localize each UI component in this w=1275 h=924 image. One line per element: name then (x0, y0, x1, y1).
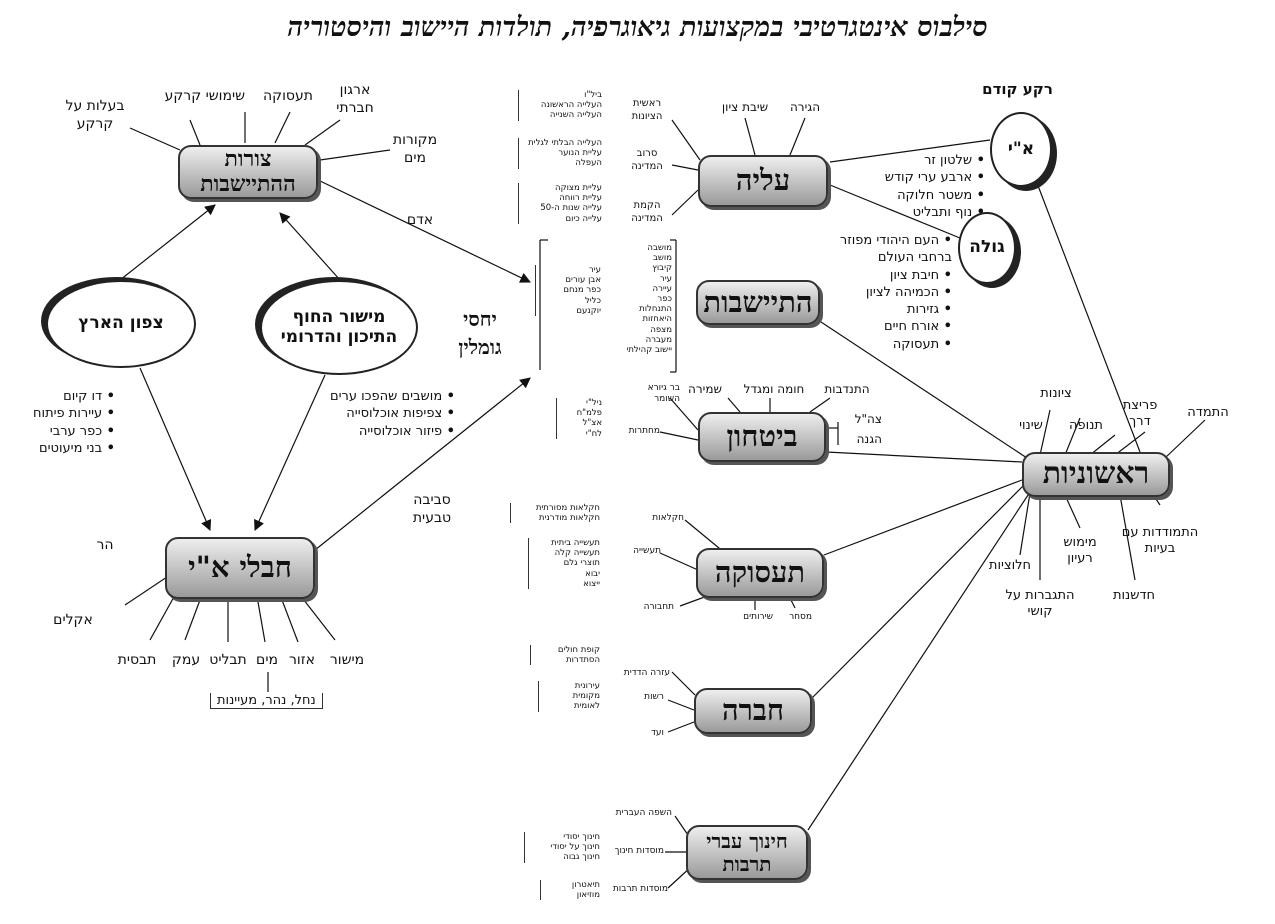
label-hagira: הגירה (789, 100, 821, 114)
node-gola: גולה (958, 212, 1016, 284)
label-ezra: עזרה הדדית (623, 668, 670, 678)
tiny-taasiya: תעשייה ביתית תעשייה קלה תוצרי גלם יבוא י… (528, 538, 600, 589)
tiny-aliya-c: עליית מצוקה עליית רווחה עלייה שנות ה-50 … (518, 183, 602, 224)
label-hitmodedut: התמודדות עם בעיות (1121, 525, 1199, 557)
node-chinuch-tarbut: חינוך עברי תרבות (686, 825, 808, 880)
label-hagana: הגנה (856, 432, 882, 446)
label-machteret: מחתרות (628, 426, 660, 436)
label-ezor: אזור (289, 652, 315, 668)
label-tnufa: תנופה (1069, 418, 1103, 433)
label-taasuka-top: תעסוקה (263, 88, 313, 104)
label-reka-kodem: רקע קודם (982, 80, 1053, 98)
label-mayim: מים (256, 652, 278, 668)
node-taasuka: תעסוקה (696, 548, 824, 598)
label-mosdot-chinuch: מוסדות חינוך (614, 846, 664, 856)
list-gola: העם היהודי מפוזר ברחבי העולםחיבת ציוןהכמ… (830, 232, 952, 353)
node-hityashvut: התיישבות (696, 280, 820, 325)
node-eretz-israel: א"י (990, 112, 1052, 187)
node-tzafon-haaretz: צפון הארץ (46, 280, 196, 368)
label-hitgabrut: התגברות על קושי (1005, 588, 1075, 620)
label-mimush: מימוש רעיון (1063, 535, 1097, 567)
tiny-settle-names: עיר אבן עורים כפר מנחם כליל יוקנעם (535, 265, 601, 316)
node-rishoniyut: ראשוניות (1022, 452, 1170, 497)
tiny-ezra: קופת חולים הסתדרות (530, 645, 600, 666)
label-shivat-zion: שיבת ציון (721, 100, 769, 114)
tiny-chinuch: חינוך יסודי חינוך על יסודי חינוך גבוה (524, 832, 600, 863)
label-reshut: רשות (644, 692, 664, 702)
node-mishor-hachof: מישור החוף התיכון והדרומי (260, 280, 418, 375)
label-mekorot: מקורות מים (392, 132, 438, 166)
list-tzafon: דו קיוםעיירות פיתוחכפר ערביבני מיעוטים (25, 388, 115, 457)
label-tziyonut: ציונות (1040, 386, 1072, 401)
label-chalutziut: חלוציות (988, 558, 1032, 573)
node-aliya: עליה (698, 155, 828, 207)
label-tavsit: תבסית (117, 652, 157, 668)
label-tachbura: תחבורה (643, 602, 674, 612)
label-mishor: מישור (329, 652, 365, 668)
label-peritzat: פריצת דרך (1122, 398, 1158, 430)
tiny-machteret: ניל"י פלמ"ח אצ"ל לח"י (556, 398, 602, 439)
label-aklim: אקלים (53, 612, 93, 628)
label-chadshanut: חדשנות (1112, 588, 1156, 603)
label-taasiya: תעשייה (633, 546, 661, 556)
list-mishor: מושבים שהפכו עריםצפיפות אוכלוסייהפיזור א… (320, 388, 455, 440)
label-safa: השפה העברית (615, 808, 672, 818)
label-hitnadvut: התנדבות (824, 382, 870, 396)
label-tzahal: צה"ל (854, 412, 882, 426)
label-hatmada: התמדה (1187, 405, 1229, 420)
label-baalut: בעלות על קרקע (65, 98, 125, 132)
label-tavlit: תבליט (209, 652, 247, 668)
tiny-settle-types: מושבה מושב קיבוץ עיר עיירה כפר התנחלות ה… (626, 243, 672, 355)
label-mayim-sub: נחל, נהר, מעיינות (210, 693, 323, 709)
label-mosdot-tarbut: מוסדות תרבות (612, 884, 668, 894)
label-choma: חומה ומגדל (743, 382, 805, 396)
label-sviva: סביבה טבעית (412, 492, 452, 526)
label-seruv: סרוב המדינה (631, 148, 663, 172)
tiny-chaklaut: חקלאות מסורתית חקלאות מודרנית (510, 503, 600, 524)
label-adam: אדם (406, 212, 434, 228)
label-vaad: ועד (651, 728, 664, 738)
list-eretz: שלטון זרארבע ערי קודשמשטר חלוקהנוף ותבלי… (880, 152, 985, 221)
label-bar-giora: בר גיורא השומר (647, 383, 680, 404)
tiny-reshut: עירונית מקומית לאומית (538, 681, 600, 712)
node-bitachon: ביטחון (698, 412, 826, 462)
label-sherutim: שירותים (743, 612, 773, 622)
tiny-aliya-a: ביל"ו העלייה הראשונה העלייה השנייה (518, 90, 602, 121)
relations-label: יחסי גומלין (458, 307, 502, 359)
label-emek: עמק (171, 652, 201, 668)
label-reshit: ראשית הציונות (631, 98, 663, 122)
label-shmira: שמירה (688, 382, 722, 396)
label-chaklaut: חקלאות (652, 513, 684, 523)
label-shimushei: שימושי קרקע (164, 88, 245, 104)
label-irgun: ארגון חברתי (336, 82, 374, 116)
tiny-aliya-b: העלייה הבלתי לגלית עליית הנוער העפלה (518, 138, 602, 169)
label-shinui: שינוי (1019, 418, 1043, 433)
label-har: הר (96, 537, 114, 553)
label-hakamat: הקמת המדינה (631, 200, 663, 224)
page-title: סילבוס אינטגרטיבי במקצועות גיאוגרפיה, תו… (287, 12, 988, 43)
tiny-tarbut: תיאטרון מוזיאון (540, 880, 600, 901)
node-chevra: חברה (694, 688, 812, 734)
node-tzurot-hityashvut: צורות ההתיישבות (178, 145, 318, 199)
node-chavlei-eretz: חבלי א"י (165, 537, 315, 599)
label-mischar: מסחר (789, 612, 812, 622)
